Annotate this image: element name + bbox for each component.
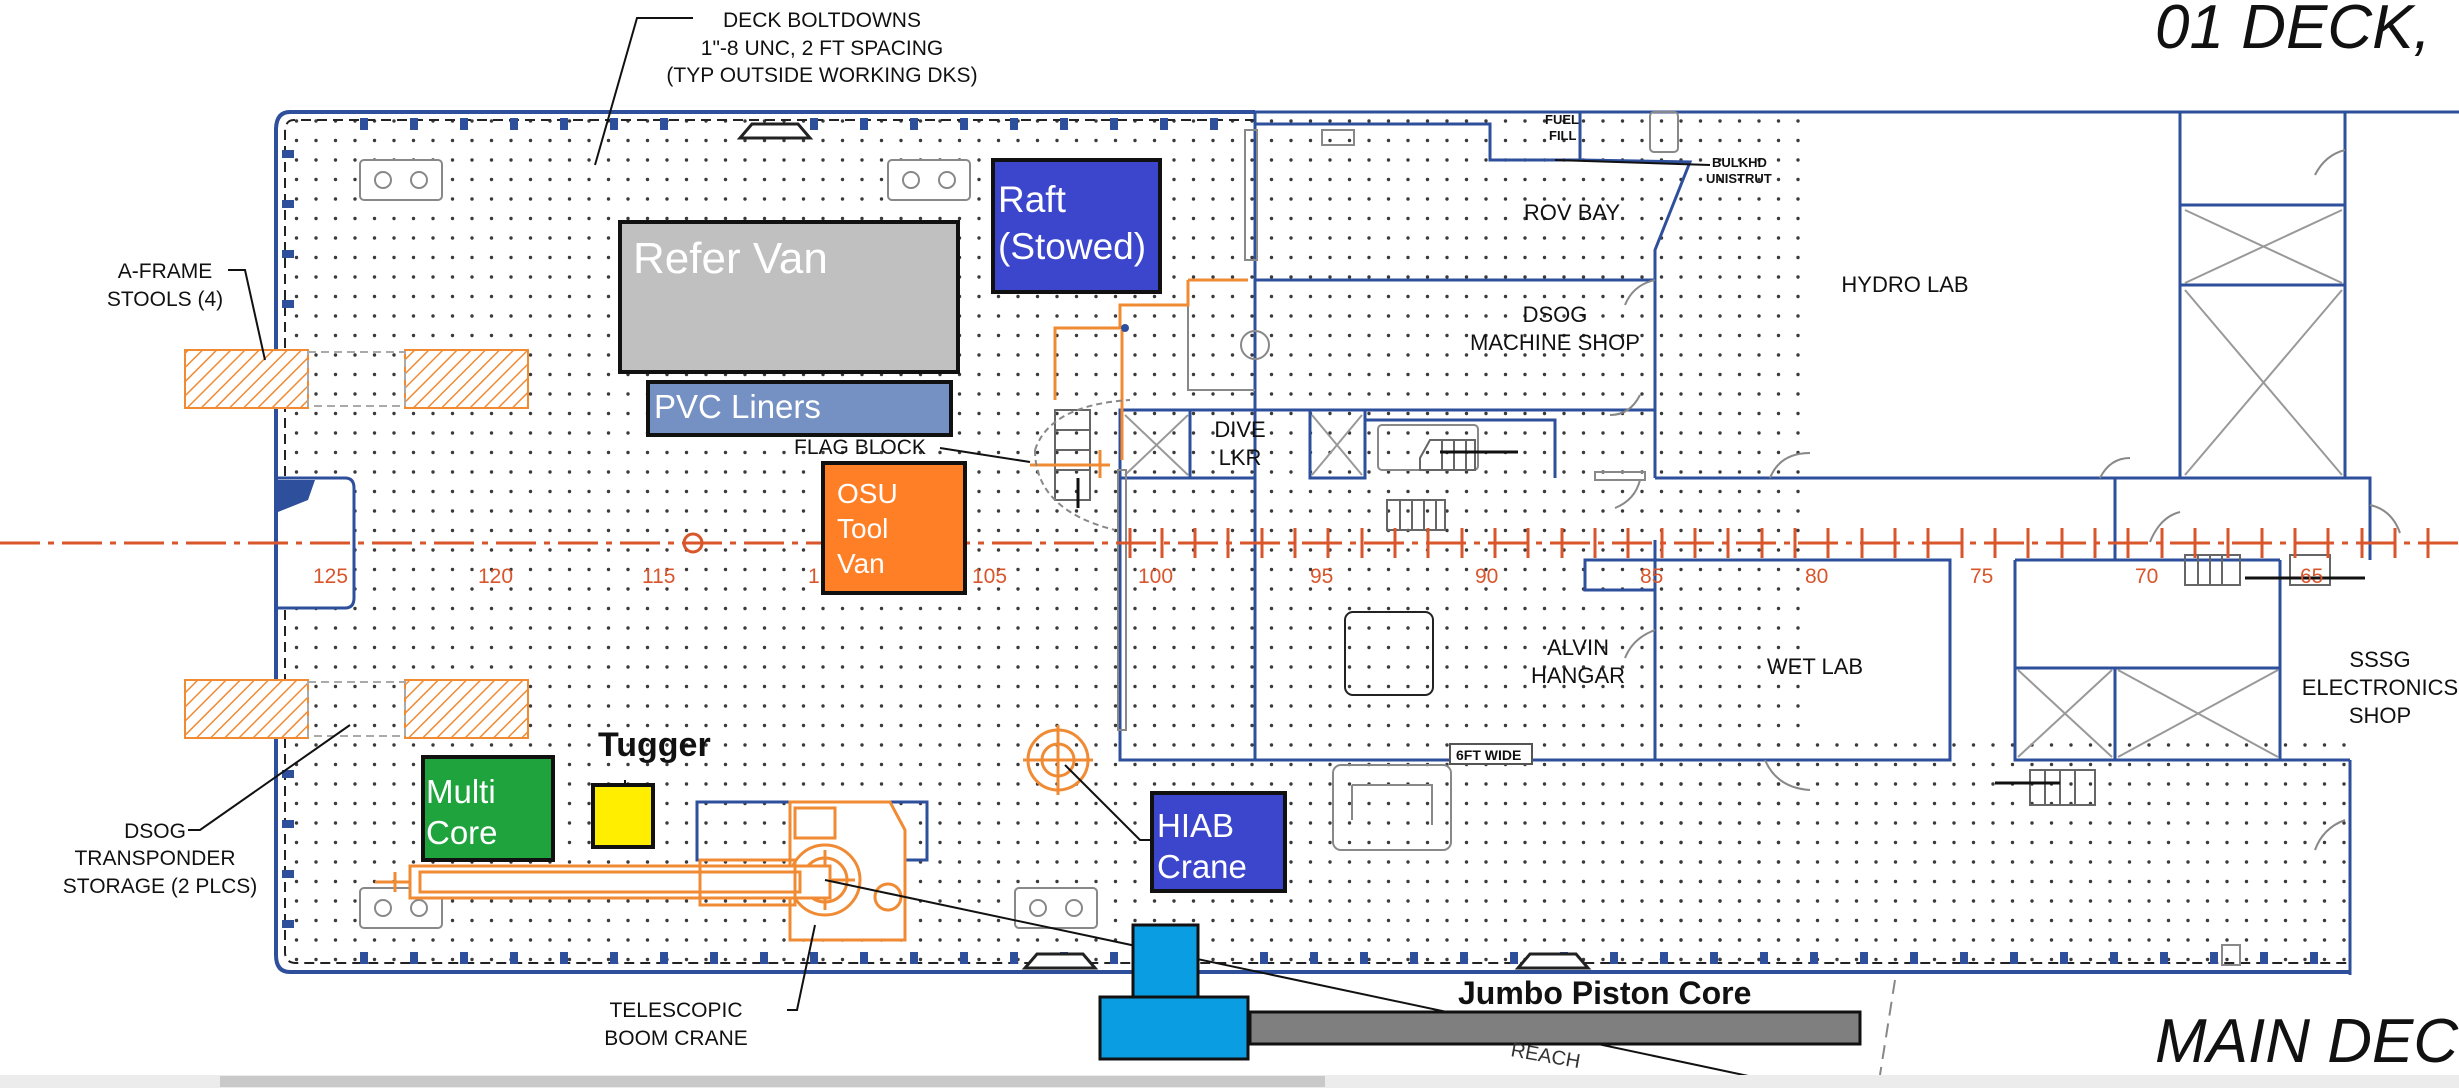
telescopic-crane-label-1: TELESCOPIC xyxy=(609,999,742,1022)
frame-80: 80 xyxy=(1805,565,1828,588)
alvin-hangar-label-2: HANGAR xyxy=(1531,663,1625,688)
frame-numbers: 125 120 115 1 105 100 95 90 85 80 75 70 … xyxy=(313,565,2323,588)
jumbo-piston-core-label: Jumbo Piston Core xyxy=(1458,975,1751,1011)
sssg-electronics-label-1: SSSG xyxy=(2349,647,2410,672)
dsog-machine-shop-label-1: DSOG xyxy=(1523,302,1588,327)
osu-tool-van-label-2: Tool xyxy=(837,513,888,544)
raft-label-2: (Stowed) xyxy=(998,226,1146,267)
jumbo-piston-core xyxy=(1098,923,1862,1061)
deck-boltdowns-label-1: DECK BOLTDOWNS xyxy=(723,9,921,32)
tugger-label: Tugger xyxy=(598,726,711,764)
frame-95: 95 xyxy=(1310,565,1333,588)
edge-bolt-ticks xyxy=(282,118,2318,964)
dsog-transponder-label-2: TRANSPONDER xyxy=(74,847,235,870)
a-frame-stools-label-1: A-FRAME xyxy=(118,260,213,283)
trunk-crosses xyxy=(1124,209,2343,758)
deck-boltdowns-label-2: 1"-8 UNC, 2 FT SPACING xyxy=(701,37,943,60)
fuel-fill-label-2: FILL xyxy=(1549,128,1576,143)
frame-120: 120 xyxy=(478,565,513,588)
deckhouse-structure xyxy=(1118,110,2459,975)
tugger-block[interactable] xyxy=(591,783,655,849)
a-frame-stools xyxy=(184,349,529,739)
horizontal-scrollbar-thumb[interactable] xyxy=(220,1076,1325,1087)
dsog-transponder-label-3: STORAGE (2 PLCS) xyxy=(63,875,258,898)
osu-tool-van-label-1: OSU xyxy=(837,478,898,509)
stairs xyxy=(1054,409,2331,806)
hydro-lab-label: HYDRO LAB xyxy=(1841,272,1968,297)
dsog-machine-shop-label-2: MACHINE SHOP xyxy=(1470,330,1640,355)
frame-115: 115 xyxy=(642,565,675,588)
bulkhd-unistrut-label-2: UNISTRUT xyxy=(1706,171,1772,186)
frame-110-partial: 1 xyxy=(808,565,820,588)
raft-label-1: Raft xyxy=(998,179,1067,220)
refer-van-block[interactable] xyxy=(618,220,960,374)
pvc-liners-label: PVC Liners xyxy=(654,388,821,425)
dive-lkr-label-1: DIVE xyxy=(1214,417,1265,442)
multi-core-block[interactable] xyxy=(421,755,555,862)
frame-90: 90 xyxy=(1475,565,1498,588)
flag-block-label: FLAG BLOCK xyxy=(794,436,926,459)
sssg-electronics-label-3: SHOP xyxy=(2349,703,2411,728)
frame-125: 125 xyxy=(313,565,348,588)
alvin-hangar-label-1: ALVIN xyxy=(1547,635,1609,660)
sssg-electronics-label-2: ELECTRONICS xyxy=(2302,675,2458,700)
multi-core-label-1: Multi xyxy=(426,773,496,810)
deck-boltdowns-label-3: (TYP OUTSIDE WORKING DKS) xyxy=(666,64,977,87)
orange-piping xyxy=(1030,278,1248,478)
a-frame-stools-label-2: STOOLS (4) xyxy=(107,288,223,311)
hiab-crane-block[interactable] xyxy=(1150,791,1287,893)
raft-block[interactable] xyxy=(991,158,1162,294)
wet-lab-label: WET LAB xyxy=(1767,654,1863,679)
refer-van-label: Refer Van xyxy=(633,234,828,283)
telescopic-boom-crane xyxy=(375,800,929,942)
dsog-transponder-label-1: DSOG xyxy=(124,820,186,843)
frame-85: 85 xyxy=(1640,565,1663,588)
frame-105: 105 xyxy=(972,565,1007,588)
deck-title-top: 01 DECK, xyxy=(2155,0,2431,62)
frame-65: 65 xyxy=(2300,565,2323,588)
centerline xyxy=(0,528,2459,558)
rov-bay-label: ROV BAY xyxy=(1524,200,1621,225)
fuel-fill-label-1: FUEL xyxy=(1545,112,1579,127)
deck-title-bottom: MAIN DEC xyxy=(2155,1007,2459,1076)
frame-75: 75 xyxy=(1970,565,1993,588)
pvc-liners-block[interactable] xyxy=(646,380,953,437)
telescopic-crane-label-2: BOOM CRANE xyxy=(604,1027,748,1050)
osu-tool-van-label-3: Van xyxy=(837,548,885,579)
hiab-pedestal xyxy=(1023,725,1093,795)
frame-100: 100 xyxy=(1138,565,1173,588)
multi-core-label-2: Core xyxy=(426,814,498,851)
callout-leaders xyxy=(188,17,1806,1088)
osu-tool-van-block[interactable] xyxy=(821,461,967,595)
frame-70: 70 xyxy=(2135,565,2158,588)
bulkhd-unistrut-label-1: BULKHD xyxy=(1712,155,1767,170)
dive-lkr-label-2: LKR xyxy=(1219,445,1262,470)
six-ft-wide-label: 6FT WIDE xyxy=(1456,747,1521,763)
door-swings xyxy=(1609,149,2401,851)
hiab-crane-label-1: HIAB xyxy=(1157,807,1234,844)
equipment-blocks xyxy=(421,158,1287,893)
hiab-crane-label-2: Crane xyxy=(1157,848,1247,885)
